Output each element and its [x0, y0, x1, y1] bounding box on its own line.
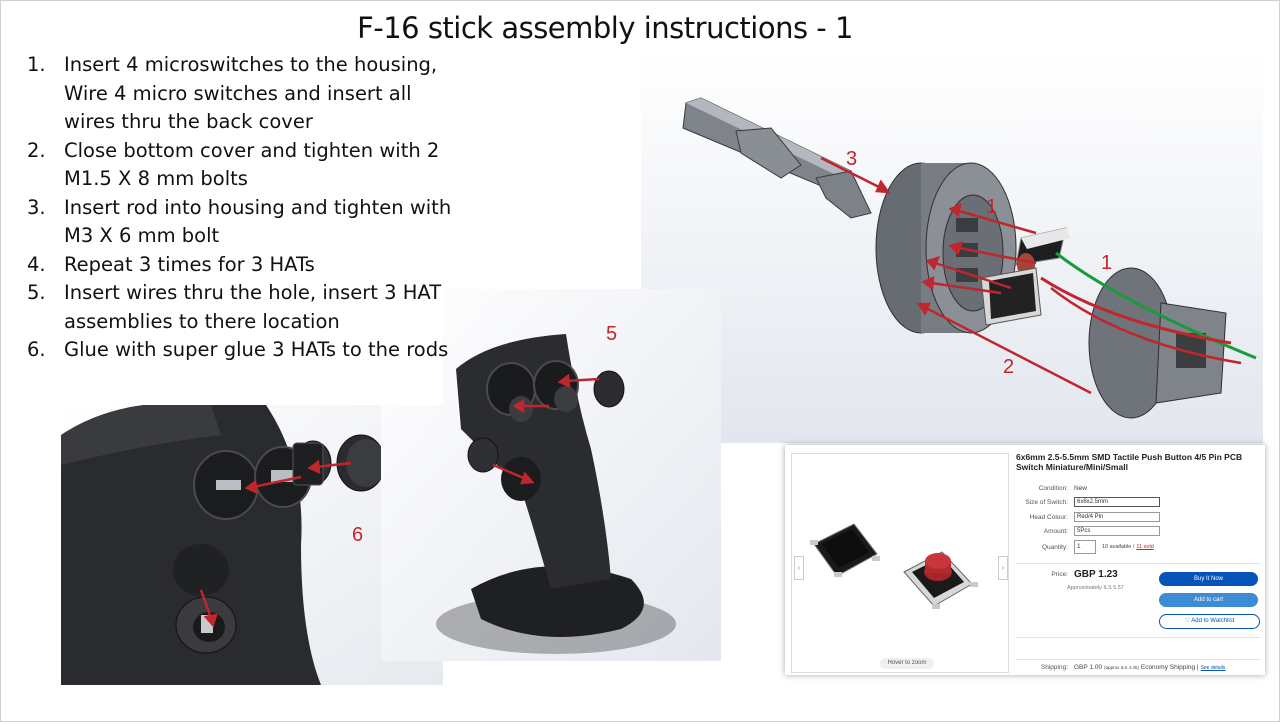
price-value: GBP 1.23 [1074, 569, 1118, 580]
step-5: 5. Insert wires thru the hole, insert 3 … [27, 281, 442, 333]
step-4: 4. Repeat 3 times for 3 HATs [27, 252, 315, 276]
step-3: 3. Insert rod into housing and tighten w… [27, 195, 452, 248]
head-colour-row: Head Colour: Red/4 Pin [1016, 512, 1160, 522]
instruction-list: 1. Insert 4 microswitches to the housing… [27, 51, 467, 365]
amount-row: Amount: 5Pcs [1016, 526, 1160, 536]
exploded-view-image: 3 1 1 2 [641, 53, 1263, 443]
condition-row: Condition: New [1038, 485, 1088, 492]
hover-to-zoom-label: Hover to zoom [880, 658, 934, 669]
product-image: ‹ › Hover to zoom [791, 453, 1009, 673]
sold-link[interactable]: 11 sold [1136, 544, 1154, 550]
label-1b: 1 [1101, 252, 1112, 274]
next-image-button[interactable]: › [998, 556, 1008, 580]
buy-it-now-button[interactable]: Buy It Now [1159, 572, 1258, 586]
label-5: 5 [606, 323, 617, 345]
step-1: 1. Insert 4 microswitches to the housing… [27, 53, 438, 133]
divider [1016, 563, 1261, 564]
shipping-row: Shipping: GBP 1.00 (approx ILS 4.35) Eco… [1040, 664, 1226, 671]
approx-price: Approximately ILS 5.57 [1067, 585, 1124, 591]
prev-image-button[interactable]: ‹ [794, 556, 804, 580]
full-grip-image: 5 [381, 289, 721, 661]
product-listing-screenshot: ‹ › Hover to zoom 6x6mm 2.5-5.5mm SMD Ta… [785, 445, 1265, 675]
amount-select[interactable]: 5Pcs [1074, 526, 1160, 536]
quantity-row: Quantity: 1 10 available / 11 sold [1016, 540, 1154, 554]
step-6: 6. Glue with super glue 3 HATs to the ro… [27, 338, 449, 361]
step-2: 2. Close bottom cover and tighten with 2… [27, 138, 440, 191]
grip-closeup-image: 6 [61, 405, 443, 685]
head-colour-select[interactable]: Red/4 Pin [1074, 512, 1160, 522]
size-row: Size of Switch: 6x6x2.5mm [1016, 497, 1160, 507]
add-to-watchlist-button[interactable]: ♡ Add to Watchlist [1159, 614, 1260, 629]
label-6: 6 [352, 524, 363, 546]
label-3: 3 [846, 148, 857, 170]
quantity-input[interactable]: 1 [1074, 540, 1096, 554]
size-select[interactable]: 6x6x2.5mm [1074, 497, 1160, 507]
label-1a: 1 [986, 196, 997, 218]
see-details-link[interactable]: See details [1200, 664, 1226, 671]
product-title: 6x6mm 2.5-5.5mm SMD Tactile Push Button … [1016, 452, 1243, 472]
price-row: Price: GBP 1.23 [1051, 569, 1118, 580]
label-2: 2 [1003, 356, 1014, 378]
add-to-cart-button[interactable]: Add to cart [1159, 593, 1258, 607]
slide-title: F-16 stick assembly instructions - 1 [357, 11, 853, 45]
